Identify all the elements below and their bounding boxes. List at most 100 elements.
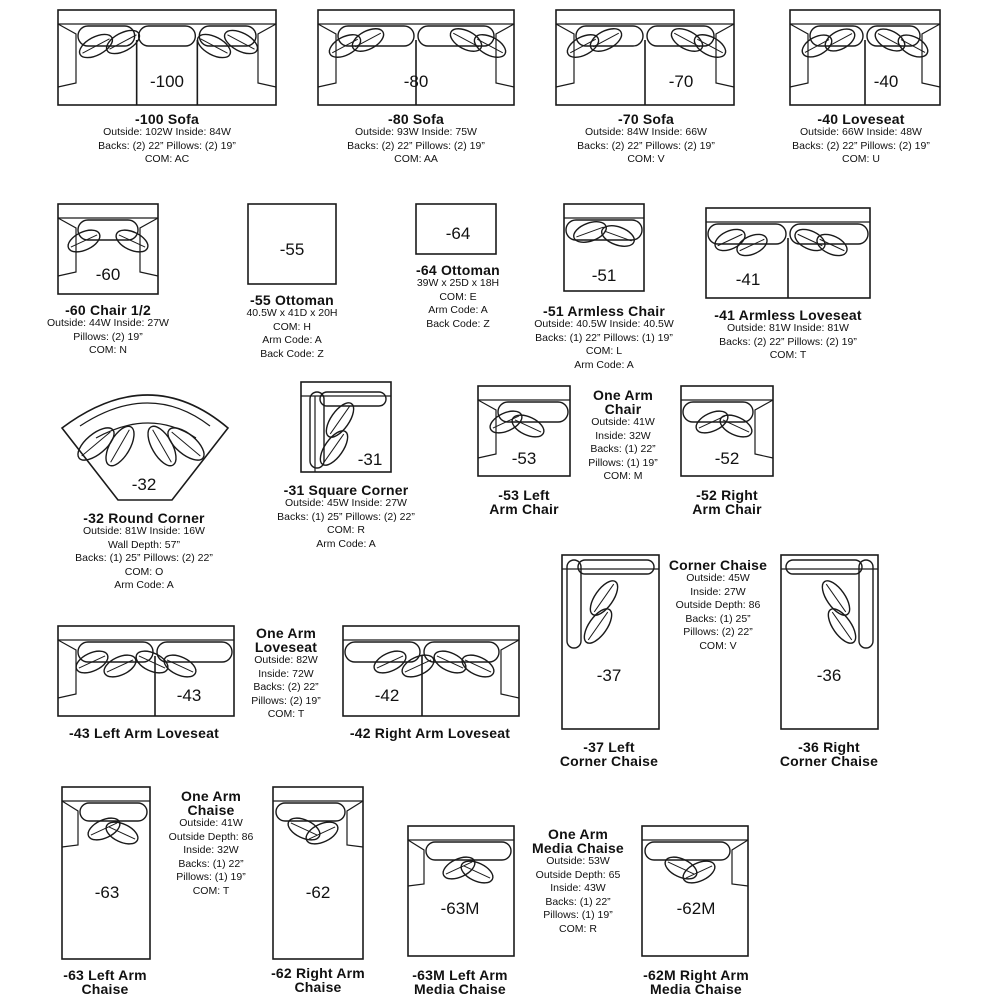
- p43-code-label: -43: [176, 686, 202, 705]
- pillow: [77, 427, 115, 461]
- pillow: [67, 229, 101, 253]
- pillow-seam: [477, 38, 503, 54]
- right-arm: [495, 23, 515, 88]
- frame: [407, 825, 515, 957]
- pillow: [897, 34, 929, 58]
- pillow: [196, 33, 232, 59]
- pillow-seam: [200, 38, 228, 54]
- back-cushion: [809, 25, 864, 47]
- pillow-seam: [329, 405, 351, 435]
- pillow-seam: [697, 38, 723, 54]
- piece-title: -80 Sofa: [387, 111, 445, 127]
- spec-line: Inside: 72W: [258, 667, 314, 680]
- piece-title: -63 Left Arm: [63, 967, 147, 983]
- piece-title: One Arm: [592, 387, 653, 403]
- right-arm: [921, 23, 941, 88]
- back-cushion: [77, 219, 139, 241]
- spec-line: 40.5W x 41D x 20H: [246, 307, 338, 319]
- frame: [300, 381, 392, 473]
- pillow: [167, 427, 205, 461]
- frame: [415, 203, 497, 255]
- pillow-seam: [827, 33, 853, 47]
- pillow: [511, 414, 545, 438]
- pillow-seam: [593, 583, 615, 613]
- p43-drawing: [57, 625, 235, 717]
- piece-title: -63M Left Arm: [412, 967, 508, 983]
- spec-line: Wall Depth: 57”: [108, 538, 180, 551]
- spec-line: Outside: 82W: [254, 654, 318, 666]
- piece-title: -42 Right Arm Loveseat: [349, 725, 511, 741]
- pillow: [583, 608, 613, 644]
- pillow-seam: [804, 39, 830, 53]
- pillow-seam: [739, 238, 765, 252]
- pillow: [147, 425, 177, 467]
- piece-title: One Arm: [255, 625, 316, 641]
- piece-title: -55 Ottoman: [250, 292, 334, 308]
- pillow-seam: [106, 659, 134, 673]
- spec-line: Arm Code: A: [114, 579, 174, 591]
- spec-line: Pillows: (2) 19”: [73, 330, 143, 343]
- pillow: [105, 425, 135, 467]
- frame: [342, 625, 520, 717]
- pillow: [373, 650, 407, 674]
- pillow: [135, 650, 169, 674]
- p60-drawing: [57, 203, 159, 295]
- back-cushion: [95, 422, 197, 439]
- p63m-code-label: -63M: [440, 899, 480, 918]
- spec-line: COM: V: [699, 639, 737, 652]
- back-cushion: [344, 641, 421, 663]
- spec-line: Pillows: (2) 22”: [683, 626, 753, 638]
- spec-line: Arm Code: A: [428, 304, 488, 316]
- spec-line: Backs: (1) 25” Pillows: (2) 22”: [75, 552, 213, 564]
- pillow-seam: [464, 659, 492, 673]
- pillow: [714, 228, 746, 252]
- spec-line: Outside: 41W: [591, 416, 655, 428]
- p32-code-label: -32: [131, 475, 157, 494]
- pillow: [287, 817, 321, 841]
- pillow: [442, 856, 476, 880]
- spec-line: Outside: 53W: [546, 855, 610, 867]
- spec-line: Pillows: (1) 19”: [588, 456, 658, 469]
- back-cushion: [319, 391, 387, 407]
- spec-line: Back Code: Z: [260, 347, 324, 360]
- spec-line: Backs: (1) 25” Pillows: (2) 22”: [277, 510, 415, 523]
- pillow-seam: [667, 861, 695, 875]
- right-arm: [715, 23, 735, 88]
- pillow: [351, 28, 385, 52]
- pillow: [305, 821, 339, 845]
- p43-spec-block: -43 Left Arm Loveseat: [34, 726, 254, 740]
- pillow: [460, 860, 494, 884]
- spec-line: Pillows: (1) 19”: [176, 871, 246, 883]
- spec-line: Outside: 93W Inside: 75W: [355, 126, 477, 138]
- pillow: [736, 233, 768, 257]
- pillow: [821, 580, 851, 616]
- back-cushion: [566, 559, 582, 649]
- pillow: [103, 654, 137, 678]
- p62m-code-label: -62M: [676, 899, 716, 918]
- pillow-seam: [171, 431, 201, 457]
- frame: [563, 203, 645, 292]
- pillow: [589, 28, 623, 52]
- pillow-seam: [722, 419, 750, 433]
- back-cushion: [785, 559, 863, 575]
- p100-code-label: -100: [149, 72, 185, 91]
- spec-line: Outside Depth: 86: [168, 830, 254, 843]
- spec-line: Outside Depth: 86: [675, 599, 761, 611]
- pillow-seam: [825, 583, 847, 613]
- spec-line: Backs: (2) 22” Pillows: (2) 19”: [98, 139, 236, 152]
- piece-title: -70 Sofa: [617, 111, 675, 127]
- pillow-seam: [290, 822, 318, 836]
- pillow: [473, 34, 507, 58]
- pillow-seam: [90, 822, 118, 836]
- spec-line: 39W x 25D x 18H: [416, 277, 500, 289]
- pillow: [566, 34, 600, 58]
- p52-code-label: -52: [714, 449, 740, 468]
- piece-title: Media Chaise: [414, 981, 506, 997]
- spec-line: COM: V: [627, 153, 665, 165]
